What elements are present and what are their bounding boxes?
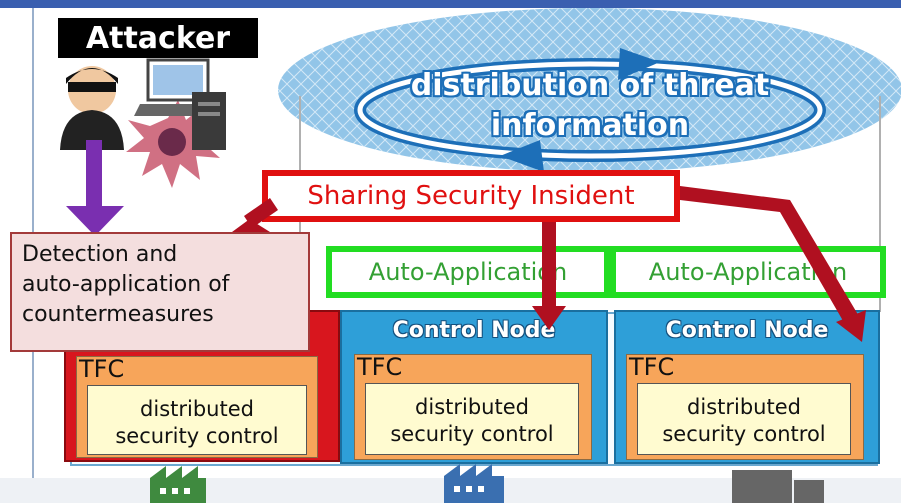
factory-icon [444,464,504,503]
cloud-caption: distribution of threat information [340,66,840,146]
top-bar [0,0,901,8]
detection-line-3: countermeasures [22,302,214,327]
control-node-3: Control Node TFC distributed security co… [614,310,880,464]
dsc-3-line-1: distributed [687,395,801,419]
purple-arrow [66,140,124,236]
detection-line-1: Detection and [22,242,178,267]
truck-icon [732,470,824,503]
detection-box: Detection and auto-application of counte… [10,232,310,352]
dsc-2-line-2: security control [390,422,554,446]
dsc-3-line-2: security control [662,422,826,446]
dsc-1-line-2: security control [115,424,279,448]
cloud-line-1: distribution of threat [410,68,770,103]
factory-icon [150,466,206,503]
tfc-box-2: TFC distributed security control [354,353,592,460]
arrow-to-detection [232,198,278,232]
server-icon [192,92,226,150]
dsc-2-line-1: distributed [415,395,529,419]
cloud-line-2: information [490,108,690,143]
control-node-2-title: Control Node [392,318,556,343]
control-node-3-title: Control Node [665,318,829,343]
arrow-to-node-2 [532,222,566,330]
attacker-label: Attacker [58,18,258,58]
sharing-security-incident: Sharing Security Insident [262,170,680,222]
attacker-person-icon [60,66,124,150]
tfc-label-3: TFC [629,353,675,381]
tfc-label-2: TFC [357,353,403,381]
distributed-security-control-2: distributed security control [365,383,579,455]
detection-line-2: auto-application of [22,272,230,297]
tfc-label-1: TFC [79,355,125,383]
distributed-security-control-1: distributed security control [87,385,307,455]
control-node-2: Control Node TFC distributed security co… [340,310,608,464]
arrow-to-node-3 [680,186,866,342]
auto-application-1: Auto-Application [326,246,610,298]
tfc-box-3: TFC distributed security control [626,353,864,460]
auto-application-2: Auto-Application [610,246,886,298]
dsc-1-line-1: distributed [140,397,254,421]
tfc-box-1: TFC distributed security control [76,355,318,458]
distributed-security-control-3: distributed security control [637,383,851,455]
